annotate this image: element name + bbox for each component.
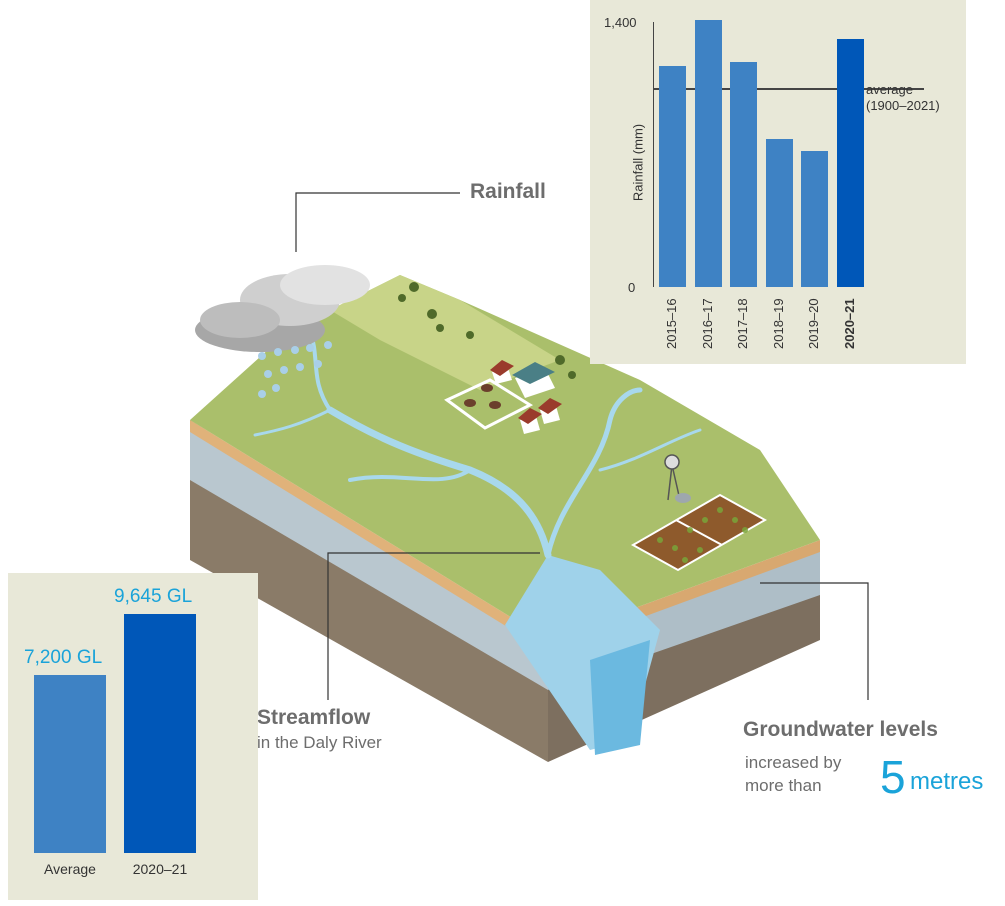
rainfall-axis-title: Rainfall (mm) [630,123,646,202]
sand-layer-left [190,420,548,652]
rainfall-xtick-1: 2016–17 [699,298,715,349]
crop-field-divider [675,519,723,546]
rainfall-plot-area [653,20,954,287]
raindrops [258,341,332,398]
streamflow-bar-1 [124,614,196,853]
groundwater-line-2: more than [745,776,822,795]
streamflow-chart-panel: 7,200 GL Average 9,645 GL 2020–21 [8,573,258,900]
rainfall-bar-4 [801,150,828,287]
streamflow-subtitle: in the Daly River [257,733,382,752]
streamflow-category-label-1: 2020–21 [132,861,188,877]
rainfall-xtick-2: 2017–18 [735,298,750,349]
river-waterfront [590,640,650,755]
average-label: average [866,82,913,97]
rainfall-bar-5 [836,39,864,287]
streamflow-value-label-1: 9,645 GL [114,586,193,608]
rainfall-bar-1 [694,20,722,287]
trees [398,282,576,379]
streamflow-bar-0 [34,674,106,853]
groundwater-title: Groundwater levels [743,718,938,741]
cattle [464,384,501,409]
rainfall-leader-line [295,192,460,252]
rainfall-xtick-5: 2020–21 [841,298,857,349]
average-period-label: (1900–2021) [866,98,940,113]
rainfall-bar-3 [765,139,793,287]
rainfall-ytick-max: 1,400 [604,15,637,30]
groundwater-value: 5 [880,751,906,803]
rainfall-ytick-zero: 0 [628,280,636,295]
rain-cloud [195,265,370,352]
streamflow-value-label-0: 7,200 GL [24,646,103,668]
aquifer-layer-left-face [190,425,548,690]
crop-plants [657,507,748,563]
groundwater-unit: metres [910,768,984,795]
streamflow-title: Streamflow [257,706,371,729]
rainfall-bar-0 [659,65,686,287]
rainfall-bar-2 [730,61,757,287]
streamflow-leader-line [327,552,540,700]
groundwater-leader-line [760,582,869,700]
rainfall-chart-panel: Rainfall (mm) 1,400 0 average (1900–2021… [590,0,966,364]
water-tank [675,493,691,503]
groundwater-line-1: increased by [745,753,842,772]
farmhouse [490,360,562,434]
rainfall-xtick-4: 2019–20 [806,298,821,349]
rainfall-xtick-3: 2018–19 [770,298,786,349]
rainfall-xtick-0: 2015–16 [664,298,679,349]
streamflow-category-label-0: Average [44,861,96,877]
paddock-fence [444,378,534,430]
average-reference-line [654,88,924,91]
rainfall-label: Rainfall [470,180,546,203]
